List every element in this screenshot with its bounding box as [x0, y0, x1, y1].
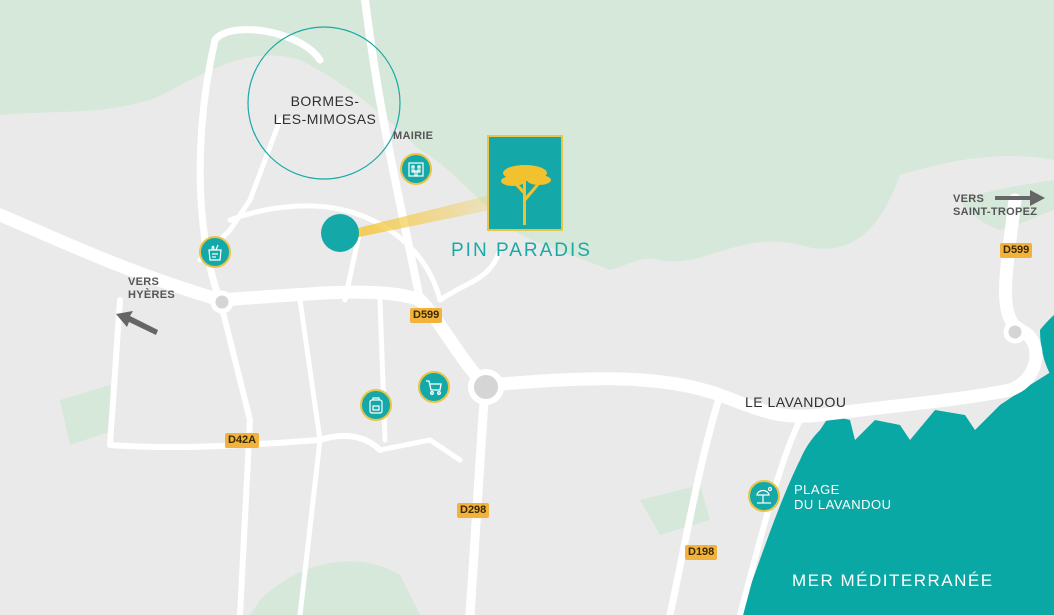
label-mairie: MAIRIE [393, 130, 434, 142]
label-vers-hyeres: VERS HYÈRES [128, 276, 176, 301]
label-le-lavandou: LE LAVANDOU [745, 394, 847, 410]
road-badge-d42a: D42A [225, 433, 260, 448]
shopping-cart-icon [426, 380, 442, 395]
sea-area [740, 370, 1054, 615]
road-badge-d298: D298 [457, 503, 490, 518]
building-icon [408, 162, 424, 177]
poi-school [360, 389, 392, 421]
brand-name: PIN PARADIS [451, 240, 592, 261]
poi-grocery [199, 236, 231, 268]
beach-umbrella-icon [756, 486, 773, 504]
arrow-to-saint-tropez-icon [995, 190, 1045, 206]
road-badge-d599: D599 [410, 308, 443, 323]
arrow-to-hyeres-icon [116, 311, 158, 335]
label-bormes-les-mimosas: BORMES- LES-MIMOSAS [273, 93, 377, 127]
pin-paradis-logo [487, 135, 563, 231]
bormes-village-circle [247, 26, 401, 180]
label-vers-saint-tropez: VERS SAINT-TROPEZ [953, 193, 1038, 218]
grocery-bag-icon [208, 244, 222, 261]
road-badge-d599-east: D599 [1000, 243, 1033, 258]
label-mer-mediterranee: MER MÉDITERRANÉE [792, 571, 994, 590]
property-location-marker [321, 214, 359, 252]
pine-tree-icon [501, 165, 551, 225]
poi-town-hall [400, 153, 432, 185]
poi-shopping [418, 371, 450, 403]
poi-beach [748, 480, 780, 512]
label-plage-du-lavandou: PLAGE DU LAVANDOU [794, 482, 892, 512]
road-badge-d198: D198 [685, 545, 718, 560]
location-beam [354, 195, 490, 238]
backpack-icon [369, 397, 383, 414]
